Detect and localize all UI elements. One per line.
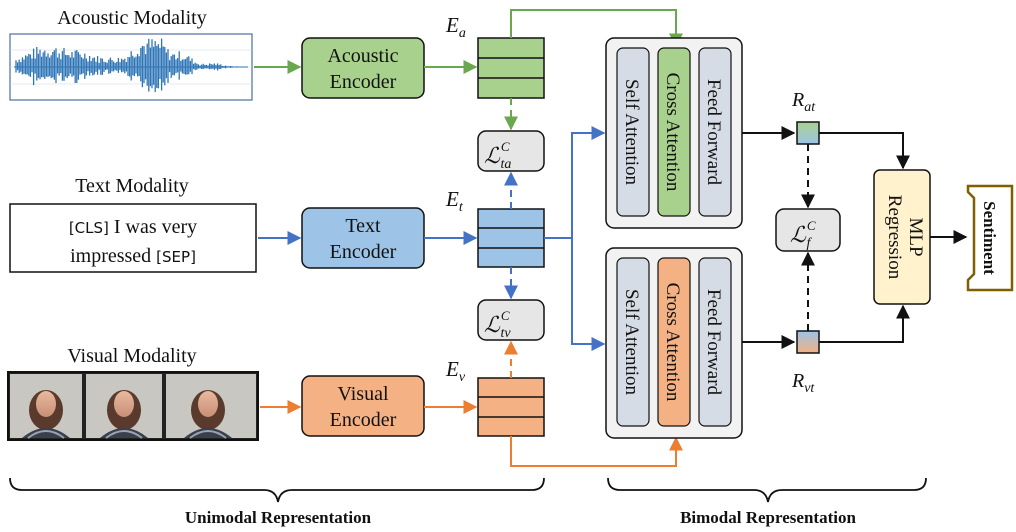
text-input-line-2: impressed [SEP] [70,245,196,267]
rvt-to-mlp-arrow [819,304,910,343]
acoustic-embedding-label: Ea [445,13,466,41]
bimodal-section-label: Bimodal Representation [680,508,856,527]
bottom-self-attention-label: Self Attention [621,289,642,396]
top-cross-attention-label: Cross Attention [662,73,683,192]
visual-modality-label: Visual Modality [67,345,196,367]
visual-embedding-label: Ev [445,357,466,385]
unimodal-section-label: Unimodal Representation [185,508,372,527]
visual-embedding-matrix [477,377,545,437]
visual-to-bottom-cross-attention-arrow [510,436,683,467]
bimodal-brace [607,477,927,503]
top-transformer-block: Self Attention Cross Attention Feed Forw… [605,37,743,229]
text-embedding-label: Et [445,187,464,215]
bottom-feed-forward-label: Feed Forward [703,289,724,396]
mlp-label-line-2: Regression [884,195,905,280]
acoustic-encoder-line-2: Encoder [330,71,397,93]
sentiment-output: Sentiment [966,184,1014,292]
visual-encoder-line-2: Encoder [330,409,397,431]
text-encoder-line-2: Encoder [330,241,397,263]
acoustic-encoder: Acoustic Encoder [301,37,425,99]
mlp-regression-box: MLP Regression [873,169,931,305]
rat-label: Rat [791,89,816,115]
text-encoder-line-1: Text [345,215,381,237]
acoustic-to-top-cross-attention-arrow [510,9,683,48]
visual-encoder-line-1: Visual [337,383,388,405]
unimodal-brace [9,477,545,503]
video-frame-1 [10,374,82,439]
acoustic-modality-label: Acoustic Modality [57,7,206,29]
mlp-label-line-1: MLP [905,217,926,256]
cls-token: [CLS] [69,219,109,237]
text-encoder: Text Encoder [301,207,425,269]
text-input-words-1: I was very [109,216,197,238]
text-embedding-matrix [477,208,545,268]
text-input-line-1: [CLS] I was very [69,216,197,238]
top-feed-forward-layer [698,47,732,217]
bottom-cross-attention-layer [657,257,691,427]
text-input-box: [CLS] I was very impressed [SEP] [9,203,257,273]
video-frame-2 [86,374,162,439]
top-cross-attention-layer [657,47,691,217]
bottom-feed-forward-layer [698,257,732,427]
text-to-top-block-arrow [544,126,606,239]
acoustic-embedding-matrix [477,37,545,99]
text-modality-label: Text Modality [75,175,189,197]
text-input-words-2: impressed [70,245,156,267]
bottom-self-attention-layer [616,257,650,427]
acoustic-encoder-line-1: Acoustic [327,45,398,67]
rvt-vector [796,330,820,354]
video-frame-3 [166,374,256,439]
top-self-attention-layer [616,47,650,217]
rat-to-mlp-arrow [819,132,910,170]
rat-vector [796,121,820,145]
visual-frames-image [7,371,259,441]
sentiment-label: Sentiment [980,201,999,275]
sep-token: [SEP] [156,248,196,266]
bottom-transformer-block: Self Attention Cross Attention Feed Forw… [605,247,743,439]
visual-encoder: Visual Encoder [301,375,425,437]
rvt-label: Rvt [791,370,815,396]
top-self-attention-label: Self Attention [621,79,642,186]
bottom-cross-attention-label: Cross Attention [662,283,683,402]
acoustic-waveform-image [9,33,253,101]
top-feed-forward-label: Feed Forward [703,79,724,186]
text-to-bottom-block-arrow [571,238,606,351]
